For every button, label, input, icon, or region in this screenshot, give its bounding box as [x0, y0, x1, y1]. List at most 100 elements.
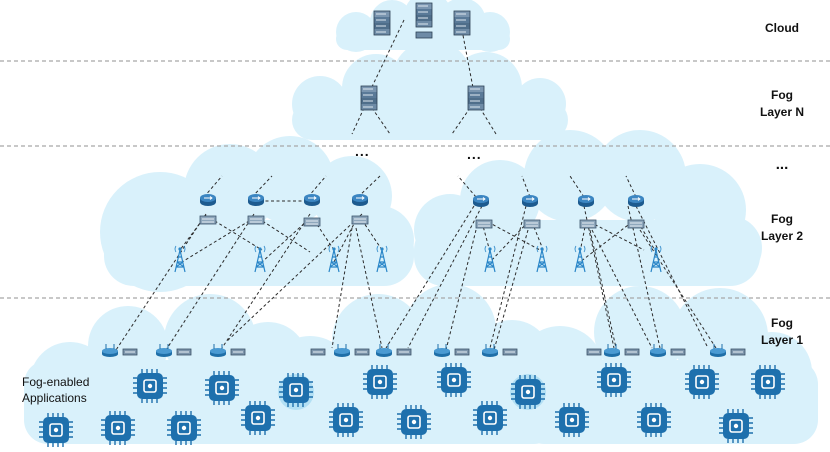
between-ellipsis: ... — [775, 156, 789, 173]
network-link — [627, 205, 661, 349]
network-link — [333, 219, 357, 263]
fog-2-router-icon — [627, 194, 645, 208]
network-link — [625, 175, 637, 198]
network-link — [635, 205, 709, 349]
cloud-fog-n — [292, 40, 568, 140]
smart-information-icon — [684, 364, 720, 400]
network-link — [457, 175, 477, 198]
fog-n-server-icon — [360, 85, 378, 111]
fog-1-gateway-icon — [454, 348, 470, 356]
cloud-storage-icon — [415, 31, 433, 39]
fog-2-router-icon — [247, 193, 265, 207]
network-link — [351, 107, 365, 135]
fog-2-router-icon — [199, 193, 217, 207]
fog-2-router-icon — [577, 194, 595, 208]
network-link — [165, 213, 255, 351]
cloud-server-icon — [453, 10, 471, 36]
network-link — [569, 175, 585, 198]
network-link — [355, 227, 383, 349]
fog-1-line2: Layer 1 — [760, 333, 804, 347]
network-link — [589, 221, 645, 251]
fog-1-gateway-icon — [354, 348, 370, 356]
cloud-label: Cloud — [765, 21, 799, 35]
network-link — [361, 219, 383, 251]
network-link — [257, 217, 311, 253]
smart-retail-icon — [436, 362, 472, 398]
fog-n-line1: Fog — [771, 88, 793, 102]
fog-2-switch-icon — [523, 219, 541, 229]
applications-line1: Fog-enabled — [22, 375, 90, 389]
network-devices — [101, 2, 746, 358]
fog-n-line2: Layer N — [759, 105, 805, 119]
network-link — [589, 229, 617, 349]
network-link — [331, 227, 353, 349]
cloud-fog-2-right — [414, 130, 762, 286]
smart-water-icon — [554, 402, 590, 438]
smart-finance-icon — [204, 370, 240, 406]
smart-lighting-icon — [166, 410, 202, 446]
fog-2-router-icon — [351, 193, 369, 207]
fog-2-switch-icon — [199, 215, 217, 225]
layer-dividers — [0, 60, 830, 299]
fog-n-server-icon — [467, 85, 485, 111]
fog-2-switch-icon — [351, 215, 369, 225]
network-link — [445, 229, 477, 351]
network-link — [203, 175, 223, 198]
applications-line2: Applications — [22, 391, 87, 405]
application-icons — [38, 362, 786, 448]
fog-1-gateway-icon — [624, 348, 640, 356]
fog-2-line1: Fog — [771, 212, 793, 226]
fog-1-gateway-icon — [122, 348, 138, 356]
fog-2-switch-icon — [247, 215, 265, 225]
fog-2-switch-icon — [475, 219, 493, 229]
fog-1-gateway-icon — [730, 348, 746, 356]
layer-label-fog-1: Fog Layer 1 — [742, 315, 822, 349]
network-links — [115, 19, 717, 351]
network-link — [487, 221, 541, 251]
network-link — [209, 217, 263, 251]
cloud-server-icon — [415, 2, 433, 28]
network-link — [583, 205, 615, 349]
fog-1-gateway-icon — [230, 348, 246, 356]
network-link — [261, 219, 309, 263]
network-link — [493, 229, 529, 351]
network-link — [521, 175, 531, 198]
fog-2-switch-icon — [303, 217, 321, 227]
network-link — [225, 213, 363, 343]
fog-1-gateway-icon — [502, 348, 518, 356]
network-link — [307, 175, 327, 198]
smart-healthcare-icon — [636, 402, 672, 438]
cloud-server-icon — [373, 10, 391, 36]
smart-agriculture-icon — [100, 410, 136, 446]
fog-1-gateway-icon — [176, 348, 192, 356]
applications-label: Fog-enabled Applications — [22, 374, 122, 406]
smart-city-icon — [38, 412, 74, 448]
cloud-fog-2-left — [100, 136, 414, 292]
fog-2-router-icon — [472, 194, 490, 208]
network-link — [221, 213, 311, 349]
smart-grid-icon — [132, 368, 168, 404]
smart-parking-icon — [362, 364, 398, 400]
fog-2-line2: Layer 2 — [760, 229, 804, 243]
clouds — [24, 0, 818, 444]
smart-camera-icon — [240, 400, 276, 436]
continuation-mark-left: ... — [355, 143, 370, 159]
fog-1-gateway-icon — [586, 348, 602, 356]
smart-payment-icon — [328, 402, 364, 438]
smart-bike-icon — [278, 372, 314, 408]
network-link — [385, 205, 475, 349]
fog-1-gateway-icon — [396, 348, 412, 356]
network-link — [407, 205, 483, 349]
network-link — [368, 19, 405, 94]
layer-label-fog-n: Fog Layer N — [742, 87, 822, 121]
fog-1-gateway-icon — [670, 348, 686, 356]
smart-building-icon — [750, 364, 786, 400]
smart-security-icon — [472, 400, 508, 436]
network-link — [639, 229, 717, 349]
smart-home-icon — [596, 362, 632, 398]
network-link — [251, 175, 273, 198]
fog-1-line1: Fog — [771, 316, 793, 330]
wind-energy-icon — [718, 408, 754, 444]
network-link — [489, 205, 527, 349]
